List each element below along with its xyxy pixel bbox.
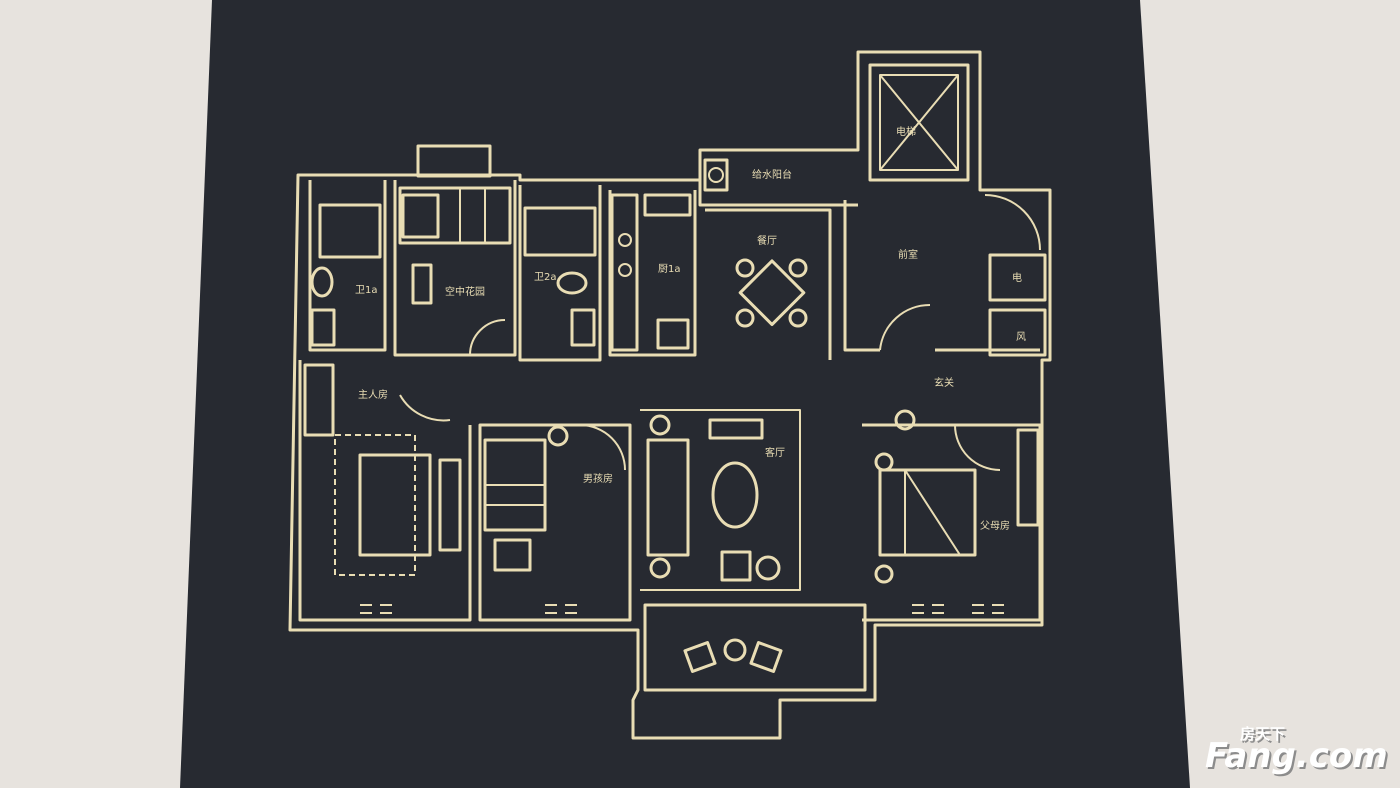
dark-board xyxy=(180,0,1190,788)
dining-chair-3 xyxy=(735,308,755,328)
watermark-cn-shadow: 房天下 xyxy=(1242,727,1287,745)
tv-cabinet xyxy=(708,418,764,440)
label-elevator: 电梯 xyxy=(896,125,916,138)
label-entrance: 玄关 xyxy=(934,376,954,389)
watermark-en: Fang.com xyxy=(1205,736,1388,776)
label-parents-room: 父母房 xyxy=(980,519,1010,532)
main-balcony xyxy=(643,603,867,692)
parents-wardrobe xyxy=(1016,428,1040,527)
wardrobe-symbols xyxy=(360,604,1004,614)
balcony-table xyxy=(723,638,747,662)
sky-garden-door-arc xyxy=(469,319,506,356)
lobby-door-arc xyxy=(879,303,931,351)
bath-2-sink xyxy=(570,308,596,347)
master-door-arc xyxy=(399,394,451,422)
coffee-table xyxy=(711,461,759,529)
stove-burner-1 xyxy=(618,233,632,247)
label-bath-2: 卫2a xyxy=(534,272,557,283)
living-plant-1 xyxy=(649,414,671,436)
label-sky-garden: 空中花园 xyxy=(445,285,485,298)
dining-chair-2 xyxy=(788,258,808,278)
fang-watermark: 房天下 房天下 Fang.com Fang.com xyxy=(1205,725,1390,778)
sky-garden-slats xyxy=(459,188,486,243)
parents-bed-lines xyxy=(904,469,961,556)
boys-door-arc xyxy=(579,424,626,471)
bath-1-sink xyxy=(310,308,336,347)
label-dining-room: 餐厅 xyxy=(757,234,777,247)
bath-2-toilet xyxy=(556,271,588,295)
master-nightstand xyxy=(438,458,462,552)
boys-bed-lines xyxy=(485,484,545,506)
side-table xyxy=(755,555,781,581)
bath-2-shower xyxy=(523,206,597,257)
sky-garden-window-box xyxy=(416,144,492,178)
parents-bed xyxy=(878,468,977,557)
balcony-chair-2 xyxy=(749,641,783,673)
stove-burner-2 xyxy=(618,263,632,277)
dining-chair-4 xyxy=(788,308,808,328)
elevator-car xyxy=(879,74,959,171)
boys-desk xyxy=(493,538,532,572)
watermark-cn: 房天下 xyxy=(1240,725,1285,743)
lobby-entry-arc xyxy=(984,194,1041,251)
air-shaft xyxy=(988,308,1047,357)
parents-lamp-2 xyxy=(874,564,894,584)
lobby-wall xyxy=(843,200,1040,352)
room-labels: 电梯 给水阳台 餐厅 前室 电 风 卫1a 空中花园 卫2a 厨1a 主人房 玄… xyxy=(355,125,1026,532)
kitchen-fridge xyxy=(656,318,690,350)
utility-balcony-wall xyxy=(698,150,858,207)
elevator-shaft xyxy=(868,63,970,182)
label-boys-room: 男孩房 xyxy=(583,472,613,485)
master-rug xyxy=(334,434,416,576)
electric-shaft xyxy=(988,253,1047,302)
label-kitchen: 厨1a xyxy=(658,263,681,275)
label-lobby: 前室 xyxy=(898,248,918,261)
master-wardrobe xyxy=(303,363,335,437)
dining-table xyxy=(738,259,806,327)
master-bedroom-wall xyxy=(298,360,472,622)
parents-door-arc xyxy=(954,424,1001,471)
master-bed xyxy=(358,453,432,557)
kitchen-counter-left xyxy=(610,193,639,352)
kitchen-wall xyxy=(608,190,697,357)
boys-plant xyxy=(547,425,569,447)
washer-drum xyxy=(708,167,724,183)
sky-garden-table xyxy=(411,263,433,305)
parents-lamp-1 xyxy=(874,452,894,472)
label-living-room: 客厅 xyxy=(765,446,785,459)
watermark-en-shadow: Fang.com xyxy=(1207,738,1390,778)
armchair xyxy=(720,550,752,582)
dining-wall xyxy=(705,208,832,360)
living-sofa xyxy=(646,438,690,557)
label-electric-shaft: 电 xyxy=(1012,271,1022,284)
sky-garden-seat xyxy=(401,193,440,239)
label-air-shaft: 风 xyxy=(1016,331,1026,343)
living-rug xyxy=(640,409,801,591)
bath-1-wall xyxy=(308,180,387,352)
balcony-chair-1 xyxy=(683,641,717,673)
living-plant-2 xyxy=(649,557,671,579)
bath-1-shower xyxy=(318,203,382,259)
sky-garden-plant-box xyxy=(398,186,512,245)
elevator-cross xyxy=(879,74,959,171)
kitchen-sink xyxy=(643,193,692,217)
bath-1-toilet xyxy=(310,266,334,298)
floor-plan xyxy=(288,50,1052,740)
dining-chair-1 xyxy=(735,258,755,278)
parents-room-wall xyxy=(862,423,1042,622)
label-master-bedroom: 主人房 xyxy=(358,388,388,401)
parents-plant xyxy=(894,409,916,431)
washer-symbol xyxy=(703,158,729,192)
label-utility-balcony: 给水阳台 xyxy=(752,168,792,181)
bath-2-wall xyxy=(518,185,602,362)
sky-garden-wall xyxy=(393,180,517,357)
label-bath-1: 卫1a xyxy=(355,285,378,296)
